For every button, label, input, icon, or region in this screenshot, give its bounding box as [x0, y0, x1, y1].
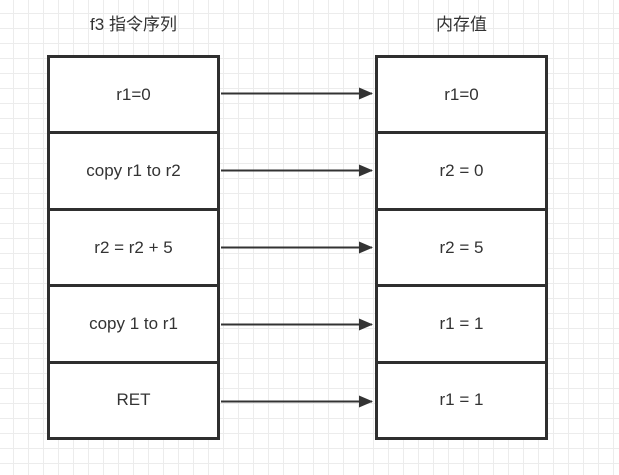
memory-cell: r2 = 0 — [378, 134, 545, 211]
instruction-cell: RET — [116, 390, 151, 410]
memory-column: r1=0 r2 = 0 r2 = 5 r1 = 1 r1 = 1 — [375, 55, 548, 440]
instruction-cell: copy r1 to r2 — [50, 134, 217, 211]
memory-cell: r2 = 5 — [378, 211, 545, 288]
instruction-column: r1=0 copy r1 to r2 r2 = r2 + 5 copy 1 to… — [47, 55, 220, 440]
instruction-column-title: f3 指令序列 — [90, 15, 177, 34]
instruction-cell: r2 = r2 + 5 — [50, 211, 217, 288]
memory-cell: r1 = 1 — [378, 287, 545, 364]
memory-column-title: 内存值 — [436, 15, 487, 34]
memory-cell: r1=0 — [378, 58, 545, 135]
instruction-cell: copy 1 to r1 — [50, 287, 217, 364]
memory-cell: r1 = 1 — [439, 390, 484, 410]
instruction-cell: r1=0 — [50, 58, 217, 135]
